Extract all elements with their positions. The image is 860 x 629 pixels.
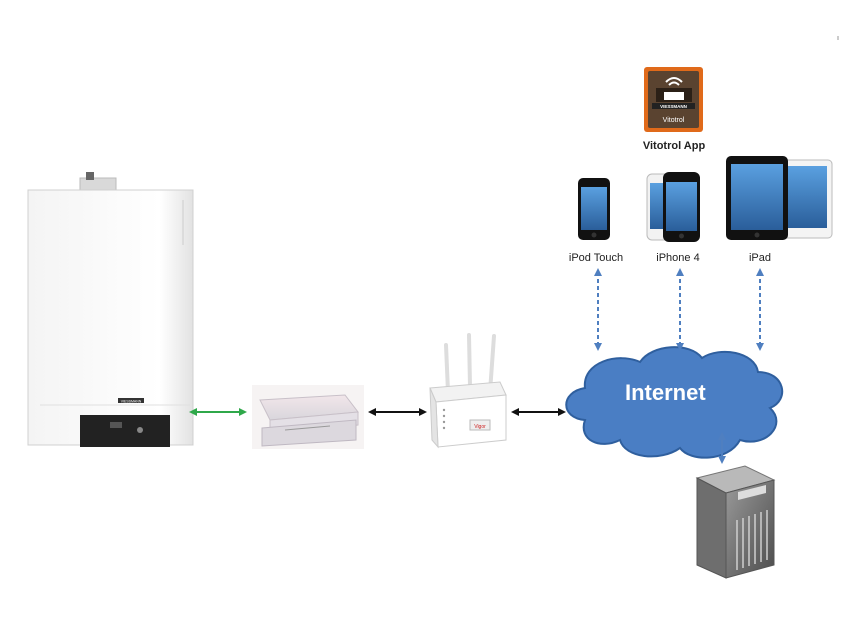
router-brand-text: Vigor [474,424,486,430]
internet-cloud [565,346,784,459]
boiler-image: VIESSMANN [27,172,194,447]
router-image: Vigor [429,333,507,449]
vitotrol-app-icon: VIESSMANN Vitotrol [644,67,703,132]
server-image [695,465,776,579]
ipod-touch-image [578,178,610,240]
ipad-label: iPad [748,252,772,264]
app-icon-name-text: Vitotrol [663,117,685,124]
vitotrol-app-label: Vitotrol App [642,140,706,152]
iphone-4-label: iPhone 4 [656,252,700,264]
ipod-touch-label: iPod Touch [568,252,624,264]
gateway-device-image [252,385,364,449]
internet-label: Internet [625,380,706,405]
iphone-4-image [646,172,700,242]
ipad-image [726,156,833,240]
boiler-brand-text: VIESSMANN [121,400,142,404]
app-icon-brand-text: VIESSMANN [660,104,687,109]
